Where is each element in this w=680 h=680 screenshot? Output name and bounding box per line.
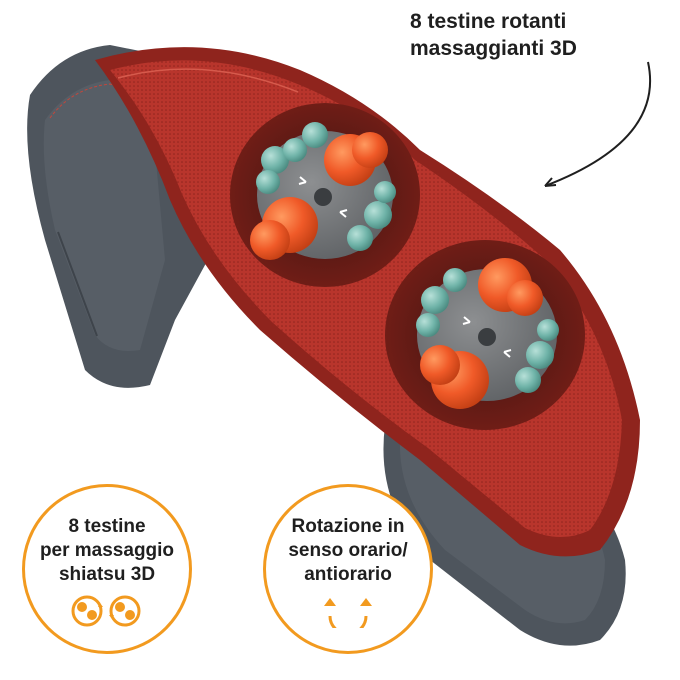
badge-rotation-line-1: Rotazione in xyxy=(291,516,405,537)
massage-head-cluster-bottom xyxy=(385,240,585,430)
rotation-arrows-icon xyxy=(324,598,372,636)
badge-heads-line-3: shiatsu 3D xyxy=(58,564,156,585)
headline-line-1: 8 testine rotanti xyxy=(410,10,567,33)
feature-badge-rotation: Rotazione in senso orario/ antiorario xyxy=(263,484,433,654)
badge-rotation-line-2: senso orario/ xyxy=(288,540,408,561)
badge-rotation-line-3: antiorario xyxy=(304,564,392,585)
feature-badge-heads: 8 testine per massaggio shiatsu 3D xyxy=(22,484,192,654)
dual-rotating-heads-icon xyxy=(71,595,141,627)
massage-head-cluster-top xyxy=(230,103,420,287)
headline-line-2: massaggianti 3D xyxy=(410,37,577,60)
badge-heads-line-2: per massaggio xyxy=(39,540,175,561)
callout-arrow xyxy=(544,61,652,187)
headline: 8 testine rotanti massaggianti 3D xyxy=(410,8,660,62)
badge-heads-line-1: 8 testine xyxy=(68,516,146,537)
